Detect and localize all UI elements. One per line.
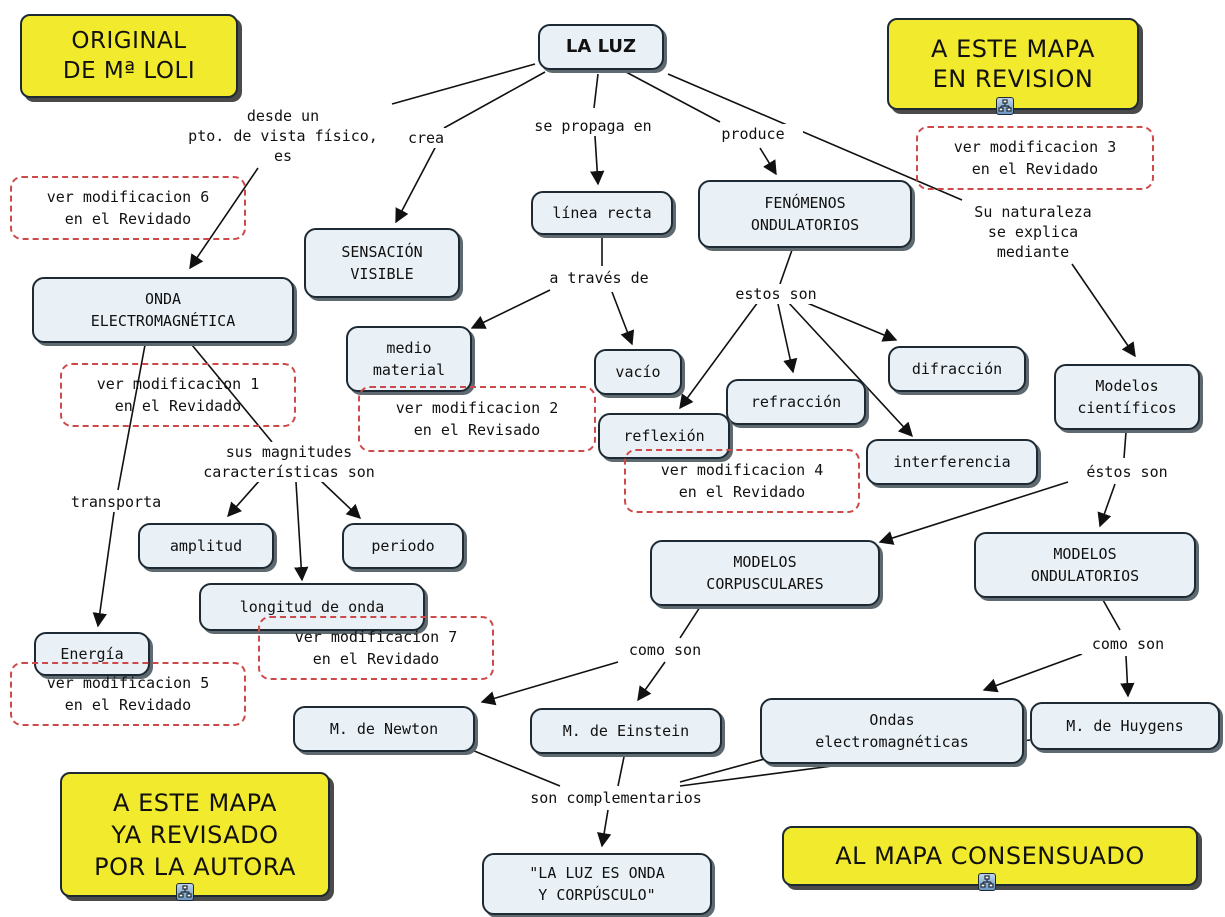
concept-map-icon[interactable]: [978, 873, 996, 891]
annotation-modificacion-4[interactable]: ver modificacion 4 en el Revidado: [624, 449, 860, 513]
link-phrase-transporta: transporta: [60, 492, 172, 512]
link-phrase-estos-son: estos son: [714, 284, 838, 304]
link-phrase-sus-magnitudes: sus magnitudes características son: [182, 442, 396, 482]
link-phrase-como-son-1: como son: [606, 640, 724, 660]
concept-modelos-corpusculares[interactable]: MODELOS CORPUSCULARES: [650, 540, 880, 606]
concept-interferencia[interactable]: interferencia: [866, 439, 1038, 485]
revised-map-link[interactable]: A ESTE MAPA YA REVISADO POR LA AUTORA: [60, 772, 330, 897]
link-phrase-produce: produce: [703, 124, 803, 144]
concept-luz-onda-corpusculo[interactable]: "LA LUZ ES ONDA Y CORPÚSCULO": [482, 853, 712, 915]
annotation-modificacion-7[interactable]: ver modificacion 7 en el Revidado: [258, 616, 494, 680]
concept-periodo[interactable]: periodo: [342, 523, 464, 569]
concept-map-icon[interactable]: [176, 883, 194, 901]
annotation-modificacion-1[interactable]: ver modificacion 1 en el Revidado: [60, 363, 296, 427]
concept-ondas-electromagneticas[interactable]: Ondas electromagnéticas: [760, 698, 1024, 764]
original-map-link[interactable]: ORIGINAL DE Mª LOLI: [20, 14, 238, 98]
concept-modelos-cientificos[interactable]: Modelos científicos: [1054, 364, 1200, 430]
concept-onda-electromagnetica[interactable]: ONDA ELECTROMAGNÉTICA: [32, 277, 294, 343]
concept-map-icon[interactable]: [996, 97, 1014, 115]
concept-m-einstein[interactable]: M. de Einstein: [530, 708, 722, 754]
annotation-modificacion-5[interactable]: ver modificacion 5 en el Revidado: [10, 662, 246, 726]
concept-refraccion[interactable]: refracción: [726, 379, 866, 425]
concept-linea-recta[interactable]: línea recta: [531, 191, 673, 235]
concept-difraccion[interactable]: difracción: [888, 346, 1026, 392]
concept-modelos-ondulatorios[interactable]: MODELOS ONDULATORIOS: [974, 532, 1196, 598]
concept-fenomenos-ondulatorios[interactable]: FENÓMENOS ONDULATORIOS: [698, 180, 912, 248]
link-phrase-son-complementarios: son complementarios: [488, 788, 744, 808]
concept-energia[interactable]: Energía: [34, 632, 150, 676]
concept-m-huygens[interactable]: M. de Huygens: [1030, 702, 1220, 750]
concept-la-luz[interactable]: LA LUZ: [538, 24, 664, 70]
link-phrase-como-son-2: como son: [1068, 634, 1188, 654]
concept-reflexion[interactable]: reflexión: [598, 413, 730, 459]
annotation-modificacion-6[interactable]: ver modificacion 6 en el Revidado: [10, 176, 246, 240]
consensus-map-link[interactable]: AL MAPA CONSENSUADO: [782, 826, 1198, 886]
revision-map-link[interactable]: A ESTE MAPA EN REVISION: [887, 18, 1139, 110]
link-phrase-su-naturaleza: Su naturaleza se explica mediante: [958, 202, 1108, 262]
link-phrase-crea: crea: [396, 128, 456, 148]
annotation-modificacion-2[interactable]: ver modificacion 2 en el Revisado: [358, 386, 596, 452]
link-phrase-estos-son-2: éstos son: [1070, 462, 1184, 482]
concept-amplitud[interactable]: amplitud: [138, 523, 274, 569]
concept-sensacion-visible[interactable]: SENSACIÓN VISIBLE: [304, 228, 460, 298]
link-phrase-desde-un-punto: desde un pto. de vista físico, es: [172, 106, 394, 166]
concept-longitud-de-onda[interactable]: longitud de onda: [199, 583, 425, 631]
concept-vacio[interactable]: vacío: [594, 349, 682, 395]
concept-m-newton[interactable]: M. de Newton: [293, 706, 475, 752]
link-phrase-se-propaga-en: se propaga en: [505, 116, 681, 136]
concept-medio-material[interactable]: medio material: [346, 326, 472, 392]
link-phrase-a-traves-de: a través de: [527, 268, 671, 288]
annotation-modificacion-3[interactable]: ver modificacion 3 en el Revidado: [916, 126, 1154, 190]
